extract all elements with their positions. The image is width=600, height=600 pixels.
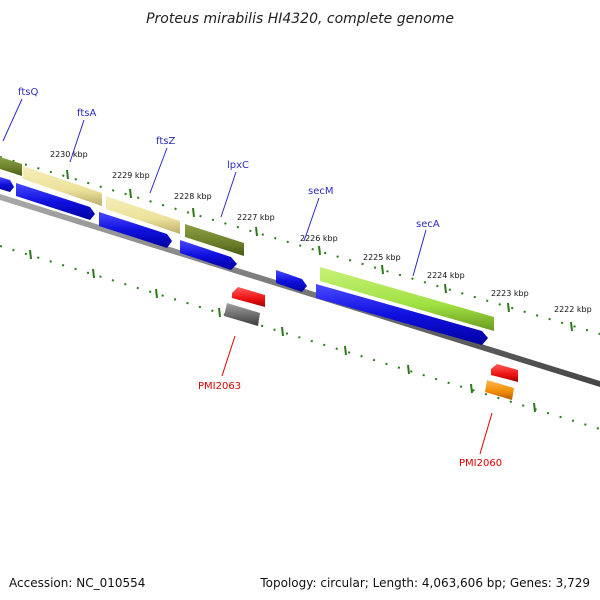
reverse-tick-row: [0, 245, 600, 430]
forward-major-ticks: [66, 169, 573, 332]
kbp-label: 2225 kbp: [363, 253, 401, 262]
cds-arrow: [316, 284, 488, 345]
kbp-label: 2229 kbp: [112, 171, 150, 180]
secA-feature: [320, 267, 494, 331]
gene-label-PMI2063: PMI2063: [198, 381, 241, 392]
cds-arrow: [99, 212, 172, 248]
PMI2063-red-feature: [232, 287, 265, 307]
PMI2060-orange-feature: [485, 380, 514, 400]
forward-tick-row: [0, 156, 600, 335]
kbp-label: 2230 kbp: [50, 150, 88, 159]
reverse-features: [224, 287, 518, 400]
feature-track: [0, 157, 494, 331]
genome-stats-text: Topology: circular; Length: 4,063,606 bp…: [259, 576, 590, 590]
kbp-scale: 2230 kbp 2229 kbp 2228 kbp 2227 kbp 2226…: [50, 150, 592, 314]
kbp-label: 2224 kbp: [427, 271, 465, 280]
cds-arrow: [276, 270, 307, 292]
gene-label-ftsA: ftsA: [77, 108, 96, 119]
kbp-label: 2226 kbp: [300, 234, 338, 243]
kbp-label: 2227 kbp: [237, 213, 275, 222]
cds-track: [0, 177, 488, 345]
gene-label-secA: secA: [416, 219, 440, 230]
kbp-label: 2223 kbp: [491, 289, 529, 298]
gene-label-PMI2060: PMI2060: [459, 458, 502, 469]
kbp-label: 2222 kbp: [554, 305, 592, 314]
gene-label-ftsQ: ftsQ: [18, 87, 38, 98]
reverse-major-ticks: [29, 249, 536, 413]
gene-label-lpxC: lpxC: [227, 160, 249, 171]
ftsA-feature: [23, 166, 102, 206]
ftsQ-feature: [0, 157, 22, 176]
cds-arrow: [16, 183, 95, 220]
PMI2063-gray-feature: [224, 303, 260, 326]
accession-text: Accession: NC_010554: [9, 576, 145, 590]
gene-labels: ftsQ ftsA ftsZ lpxC secM secA PMI2063 PM…: [18, 87, 502, 469]
cds-arrow: [0, 177, 14, 192]
kbp-label: 2228 kbp: [174, 192, 212, 201]
PMI2060-red-feature: [491, 364, 518, 382]
label-leaders: [2, 98, 493, 455]
lpxC-feature: [185, 224, 244, 256]
ftsZ-feature: [106, 196, 180, 234]
page-title: Proteus mirabilis HI4320, complete genom…: [146, 11, 454, 27]
gene-label-ftsZ: ftsZ: [156, 136, 175, 147]
gene-label-secM: secM: [308, 186, 334, 197]
cds-arrow: [180, 240, 237, 270]
